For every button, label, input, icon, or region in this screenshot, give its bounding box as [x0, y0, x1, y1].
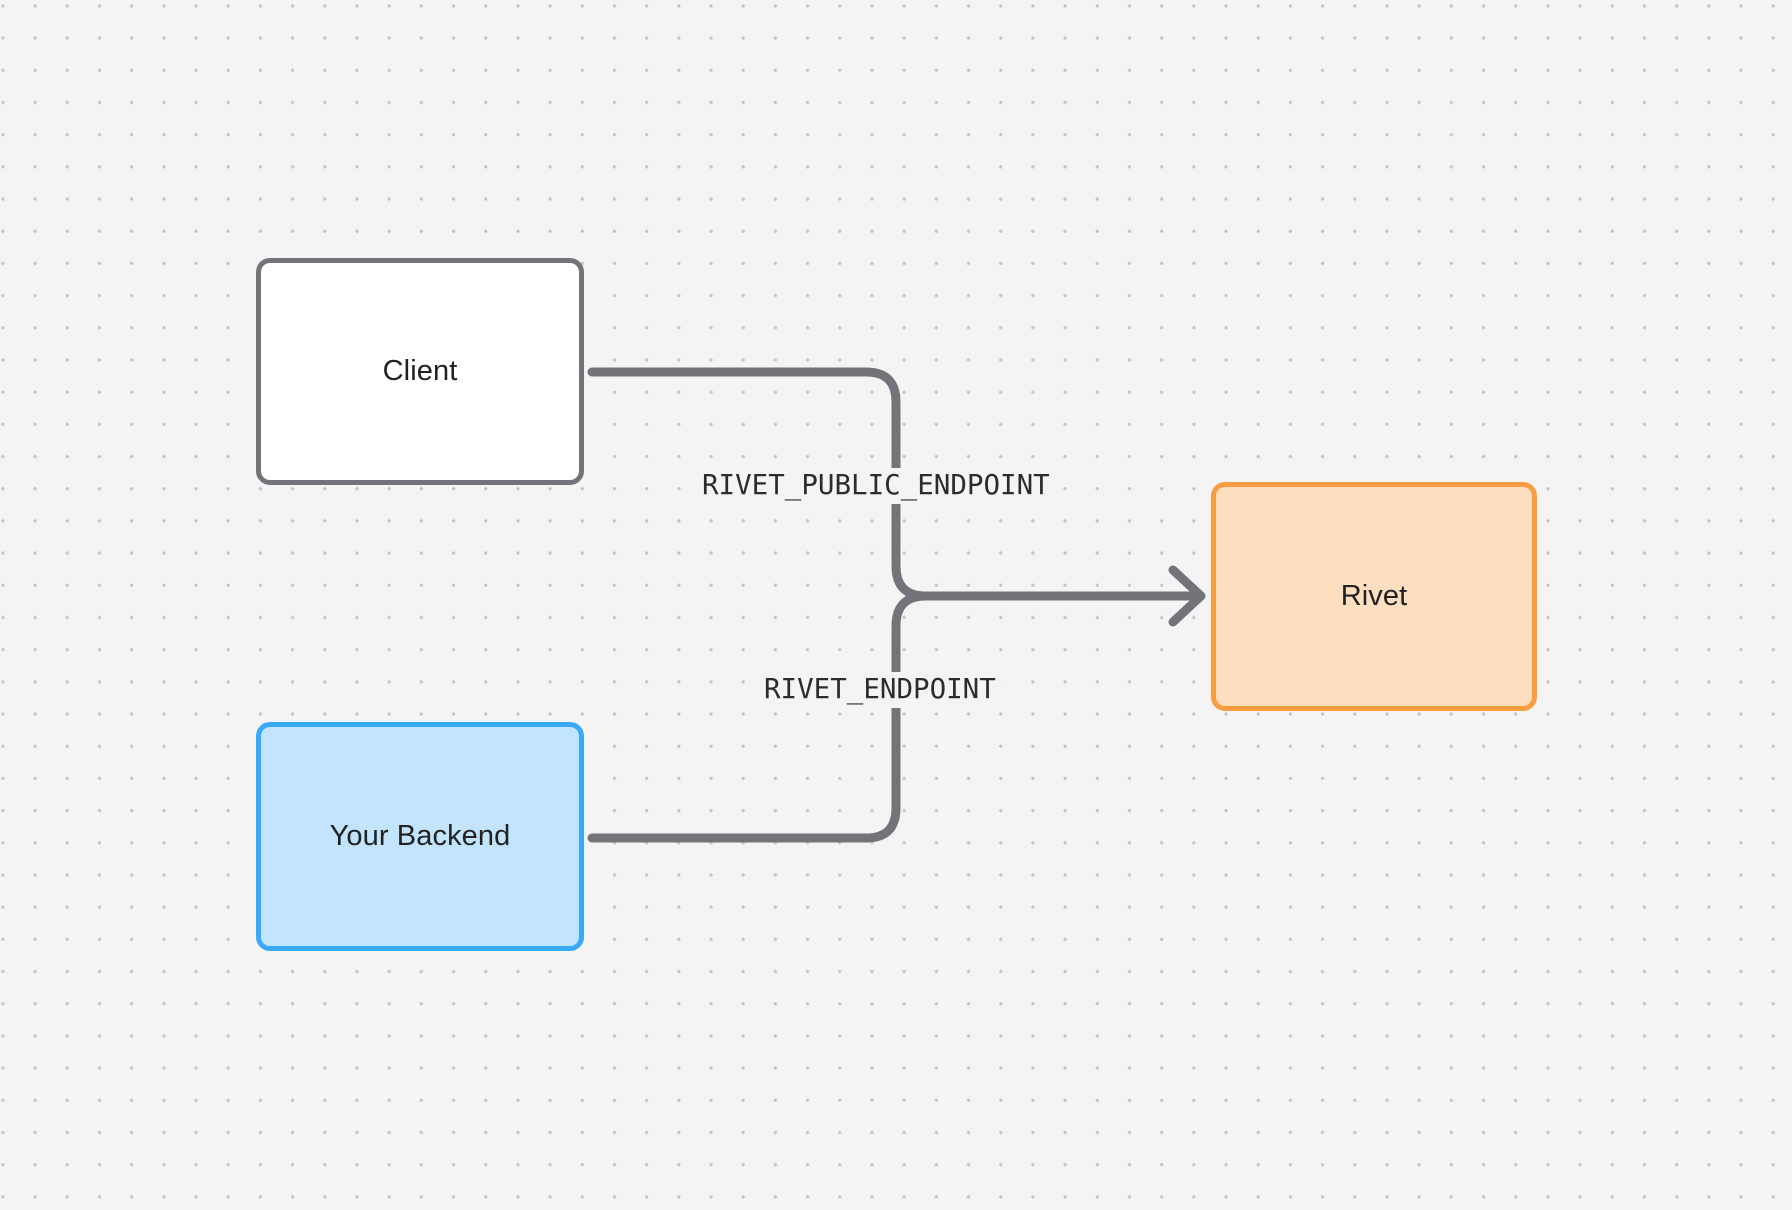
edge-backend-to-rivet-path	[587, 751, 901, 843]
node-rivet[interactable]: Rivet	[1211, 482, 1537, 711]
edge-client-junction-curve	[891, 517, 961, 601]
node-client[interactable]: Client	[256, 258, 584, 485]
node-client-label: Client	[382, 355, 458, 388]
node-backend[interactable]: Your Backend	[256, 722, 584, 951]
edge-label-rivet-public-endpoint: RIVET_PUBLIC_ENDPOINT	[696, 468, 1056, 504]
node-rivet-label: Rivet	[1340, 580, 1408, 613]
node-backend-label: Your Backend	[329, 820, 511, 853]
edge-label-rivet-endpoint: RIVET_ENDPOINT	[758, 672, 1002, 708]
arrowhead-icon	[1168, 565, 1206, 627]
